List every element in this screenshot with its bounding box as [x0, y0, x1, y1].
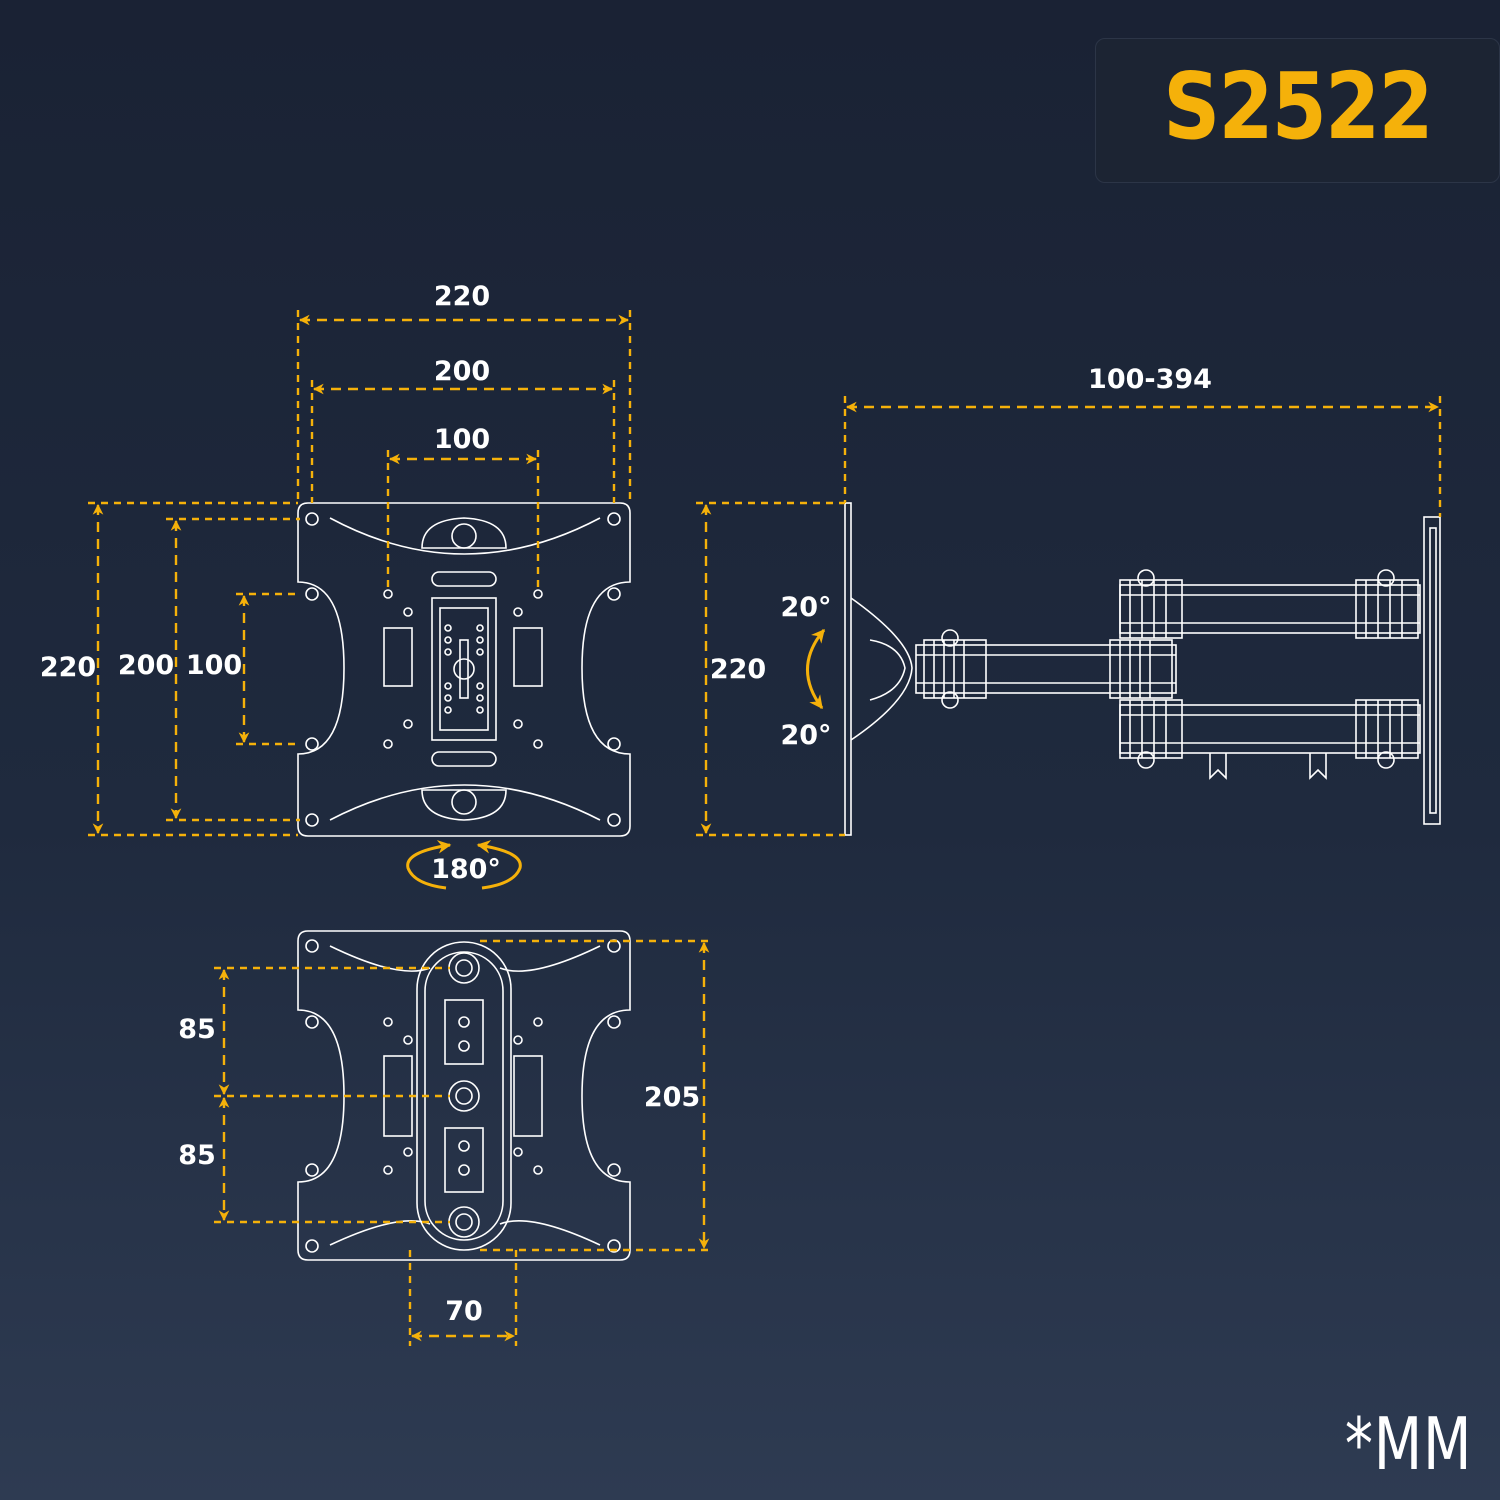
model-badge	[1095, 38, 1500, 183]
bracket-holes	[444, 624, 484, 714]
plate-height-label: 220	[710, 654, 766, 685]
tilt-arrow	[806, 628, 826, 710]
back-plate-outline	[297, 930, 631, 1261]
rotation-label: 180°	[431, 854, 501, 885]
tilt-down-label: 20°	[780, 720, 831, 751]
width-inner-label: 100	[434, 424, 490, 455]
pivot-bolt-middle	[448, 1080, 480, 1112]
back-height-label: 205	[644, 1082, 700, 1113]
plate-top-arc	[329, 517, 601, 555]
front-view	[297, 502, 631, 837]
back-bracket	[416, 941, 512, 1251]
tv-plate	[844, 502, 852, 836]
extension-label: 100-394	[1088, 364, 1212, 395]
mounting-holes	[305, 512, 621, 827]
back-view	[297, 930, 631, 1261]
back-dimensions	[214, 939, 714, 1346]
rotation-arrow-right	[476, 840, 522, 890]
right-slot	[513, 627, 543, 687]
lower-arm	[1119, 704, 1421, 754]
spacing-upper-label: 85	[178, 1014, 216, 1045]
unit-note: *MM	[1344, 1402, 1472, 1486]
height-mid-label: 200	[118, 650, 174, 681]
rotation-arrow-left	[406, 840, 452, 890]
height-outer-label: 220	[40, 652, 96, 683]
plate-bottom-arc	[329, 784, 601, 821]
front-dimensions	[88, 310, 632, 890]
top-knob	[421, 517, 507, 549]
inner-arm	[915, 644, 1177, 694]
side-dimensions	[696, 396, 1442, 837]
back-width-label: 70	[445, 1296, 483, 1327]
model-number: S2522	[1163, 53, 1433, 160]
bottom-knob	[421, 789, 507, 821]
pivot-bolt-top	[448, 952, 480, 984]
width-outer-label: 220	[434, 281, 490, 312]
vesa-plate-outline	[297, 502, 631, 837]
side-view	[844, 502, 1441, 836]
height-inner-label: 100	[186, 650, 242, 681]
upper-arm	[1119, 584, 1421, 634]
left-slot	[383, 627, 413, 687]
tilt-up-label: 20°	[780, 592, 831, 623]
width-mid-label: 200	[434, 356, 490, 387]
back-mounting-holes	[305, 939, 621, 1253]
spacing-lower-label: 85	[178, 1140, 216, 1171]
tilt-head	[850, 597, 913, 741]
center-bracket	[431, 597, 497, 741]
pivot-bolt-bottom	[448, 1206, 480, 1238]
wall-plate	[1423, 516, 1441, 825]
